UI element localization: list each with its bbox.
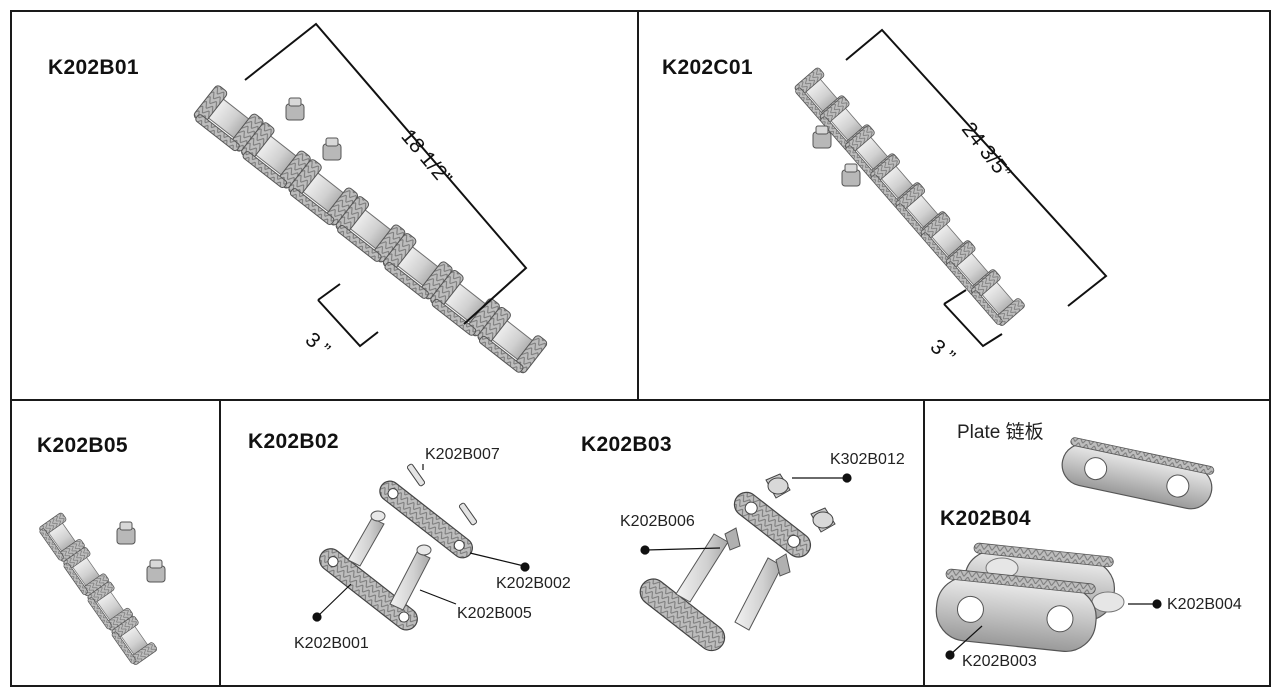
chain-k202b01-attachment-bolts: [285, 97, 342, 161]
callout-k202b006: K202B006: [620, 513, 695, 530]
dimension-lines-k202c01: [845, 28, 1108, 348]
model-label-k202b03: K202B03: [581, 433, 672, 456]
callout-k202b002: K202B002: [496, 575, 571, 592]
k202b02-callout-leaders: [312, 464, 530, 622]
dimension-lines-k202b01: [244, 22, 528, 348]
model-label-k202c01: K202C01: [662, 56, 753, 79]
divider-horizontal: [10, 399, 1271, 401]
callout-k202b004: K202B004: [1167, 596, 1242, 613]
model-label-k202b04: K202B04: [940, 507, 1031, 530]
model-label-k202b02: K202B02: [248, 430, 339, 453]
callout-k202b001: K202B001: [294, 635, 369, 652]
outer-frame: [10, 10, 1271, 687]
chain-k202b05-attachment-bolts: [116, 521, 166, 583]
chain-k202c01-drawing: [792, 66, 1027, 329]
divider-bottom-left: [219, 399, 221, 687]
callout-k202b003: K202B003: [962, 653, 1037, 670]
k202b04-callout-leaders: [945, 599, 1162, 660]
chain-k202b05-drawing: [37, 511, 159, 667]
chain-k202b01-drawing: [190, 83, 549, 377]
callout-k302b012: K302B012: [830, 451, 905, 468]
callout-k202b007: K202B007: [425, 446, 500, 463]
model-label-k202b05: K202B05: [37, 434, 128, 457]
divider-bottom-right: [923, 399, 925, 687]
k202b02-exploded-drawing: [319, 463, 478, 631]
plate-label: Plate 链板: [957, 422, 1044, 443]
callout-k202b005: K202B005: [457, 605, 532, 622]
k202b04-link-drawing: [935, 542, 1125, 653]
plate-drawing: [1061, 437, 1215, 510]
k202b03-exploded-drawing: [639, 473, 836, 652]
divider-top-vertical: [637, 10, 639, 401]
model-label-k202b01: K202B01: [48, 56, 139, 79]
k202b03-callout-leaders: [640, 473, 852, 555]
